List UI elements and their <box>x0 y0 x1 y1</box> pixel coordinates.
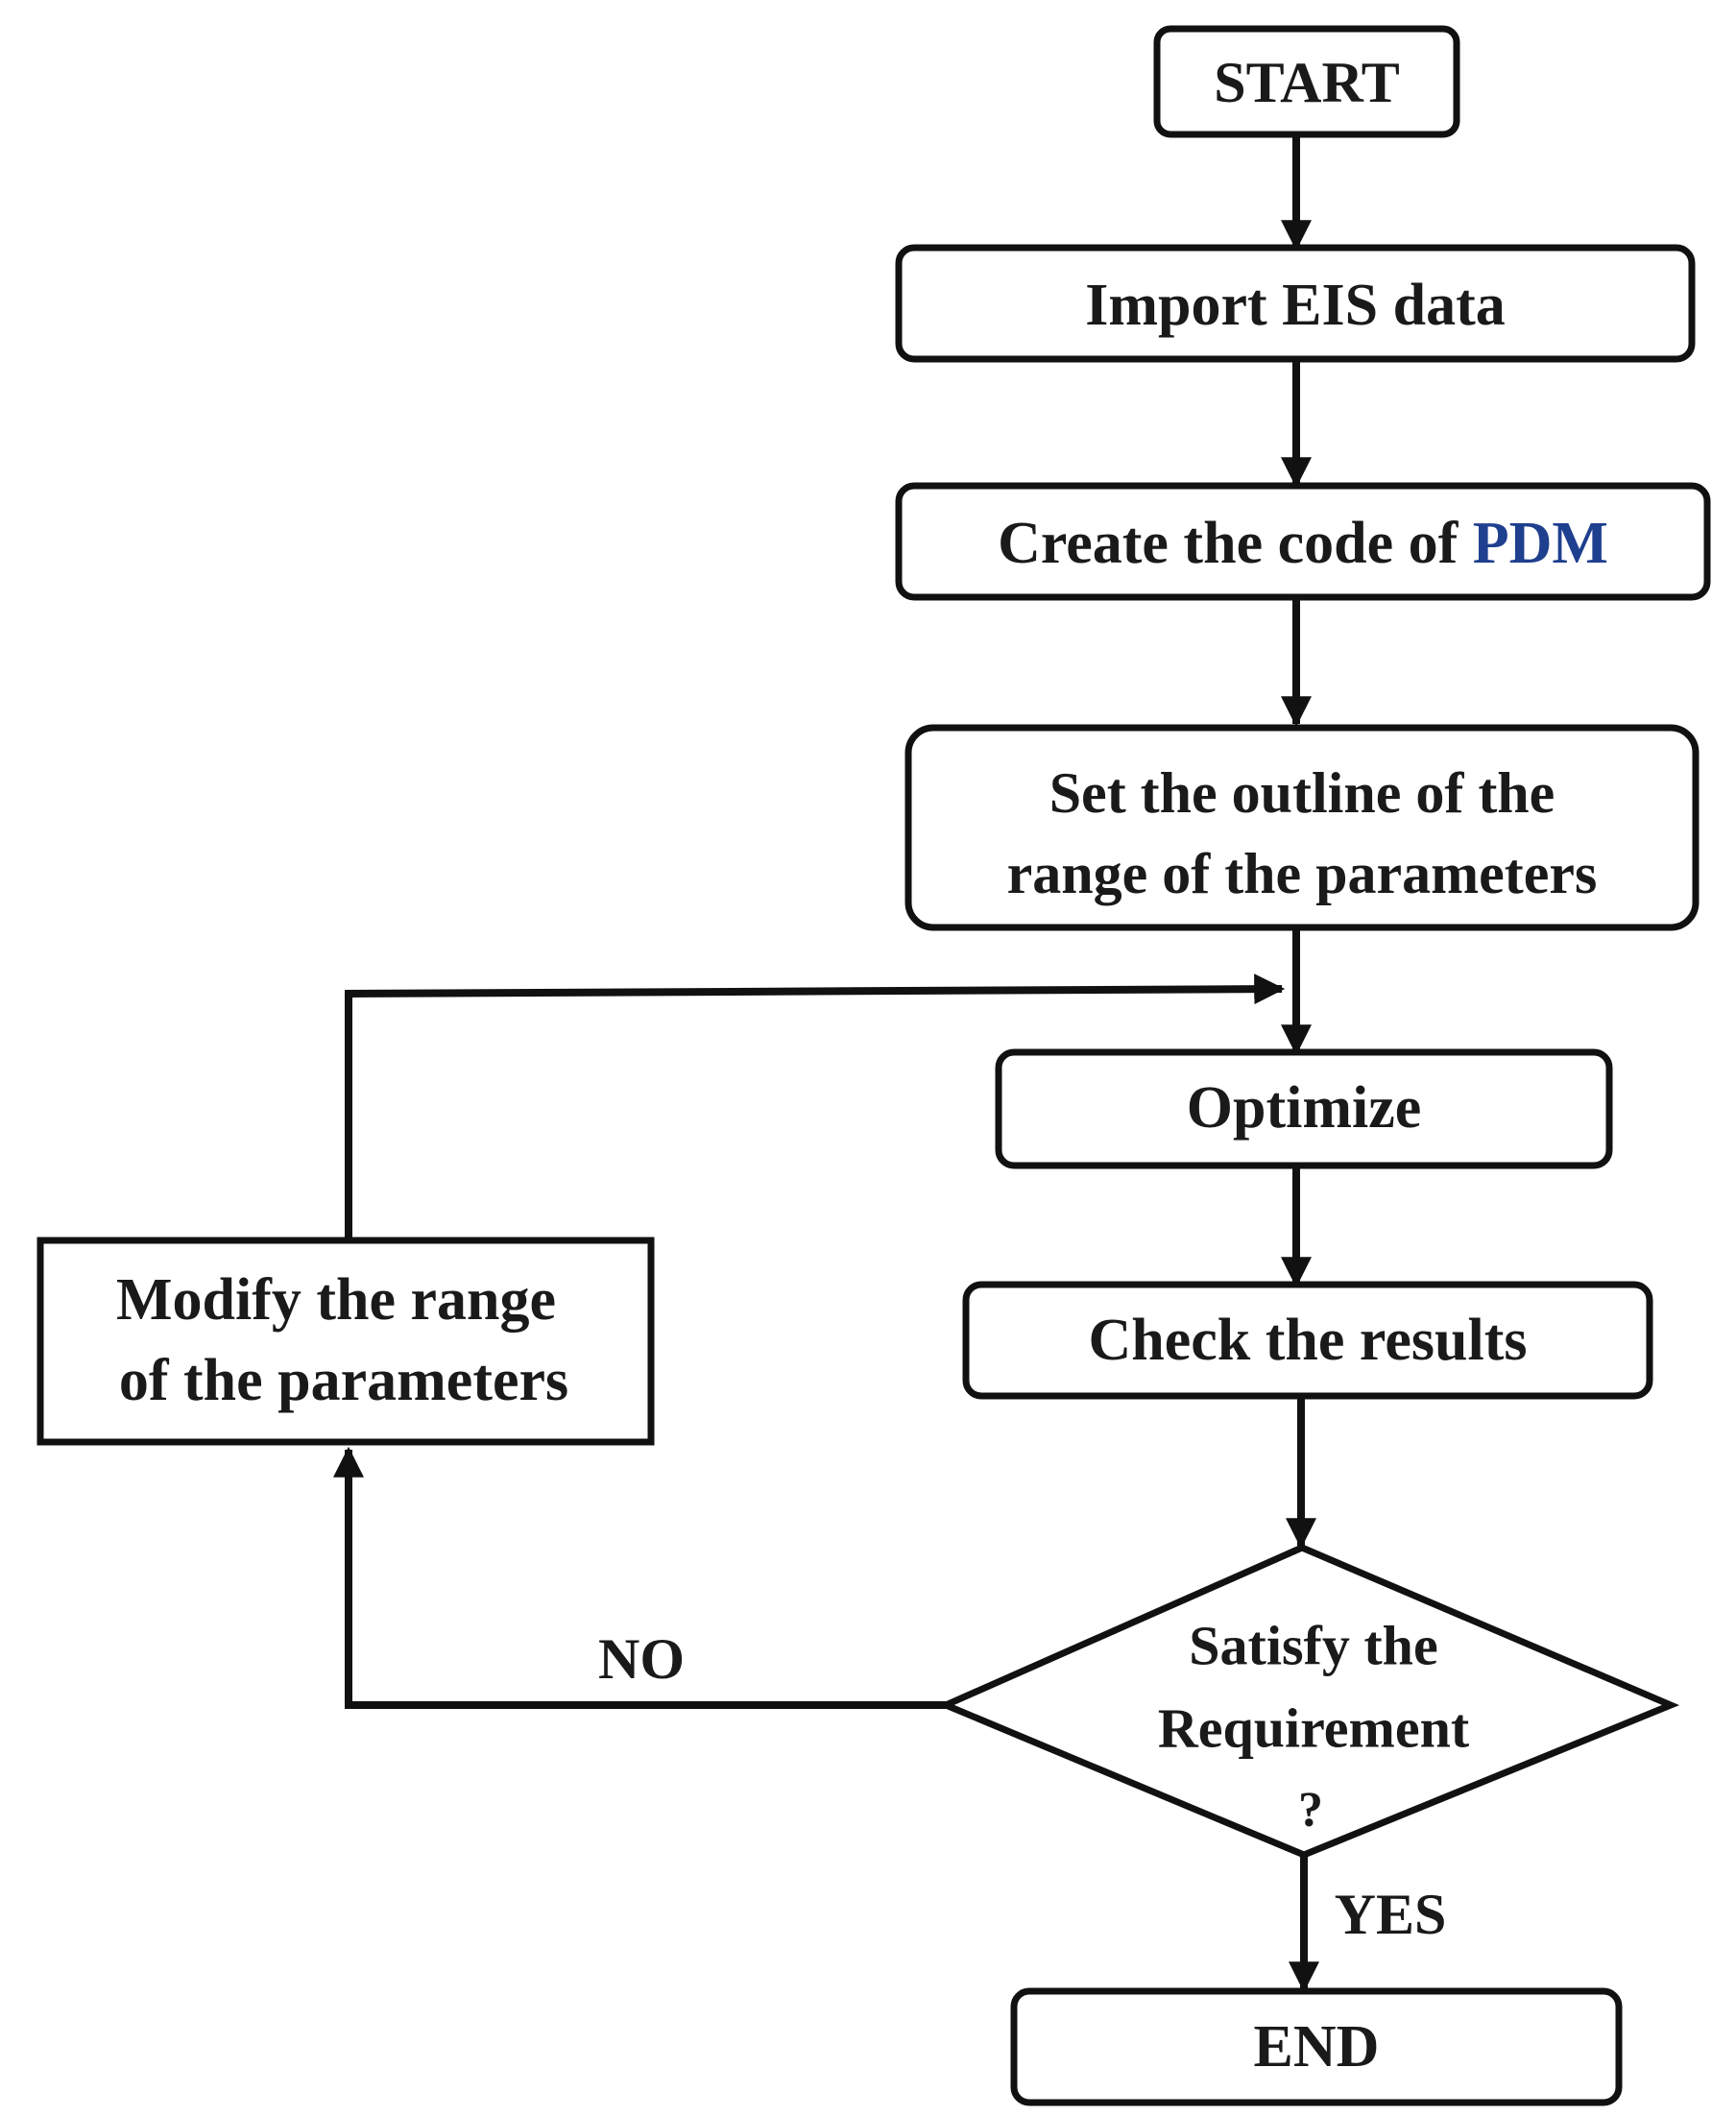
set-node: Set the outline of the range of the para… <box>904 724 1700 931</box>
check-label: Check the results <box>1089 1308 1528 1373</box>
no-label: NO <box>598 1627 685 1691</box>
create-label-prefix: Create the code of <box>998 511 1473 576</box>
modify-node: Modify the range of the parameters <box>36 1237 655 1446</box>
decision-label-line2: Requirement <box>1158 1696 1470 1759</box>
edge-modify-loop <box>345 974 1286 1240</box>
set-label-line1: Set the outline of the <box>1049 761 1555 825</box>
create-label: Create the code of PDM <box>998 511 1608 576</box>
create-label-highlight: PDM <box>1473 511 1608 576</box>
optimize-label: Optimize <box>1187 1075 1422 1141</box>
import-label: Import EIS data <box>1085 273 1506 338</box>
end-node: END <box>1010 1987 1623 2106</box>
decision-node: Satisfy the Requirement ? <box>937 1544 1680 1859</box>
start-node: START <box>1153 25 1460 138</box>
edge-decision-modify <box>333 1446 946 1709</box>
yes-label: YES <box>1335 1883 1447 1946</box>
modify-label-line2: of the parameters <box>119 1348 568 1413</box>
modify-label-line1: Modify the range <box>116 1267 556 1333</box>
check-node: Check the results <box>962 1281 1653 1400</box>
import-node: Import EIS data <box>895 244 1696 363</box>
optimize-node: Optimize <box>995 1048 1613 1169</box>
start-label: START <box>1214 51 1400 114</box>
decision-label-line3: ? <box>1298 1783 1323 1838</box>
create-node: Create the code of PDM <box>895 482 1711 601</box>
set-label-line2: range of the parameters <box>1007 842 1598 905</box>
end-label: END <box>1254 2014 1380 2080</box>
decision-label-line1: Satisfy the <box>1189 1614 1437 1676</box>
